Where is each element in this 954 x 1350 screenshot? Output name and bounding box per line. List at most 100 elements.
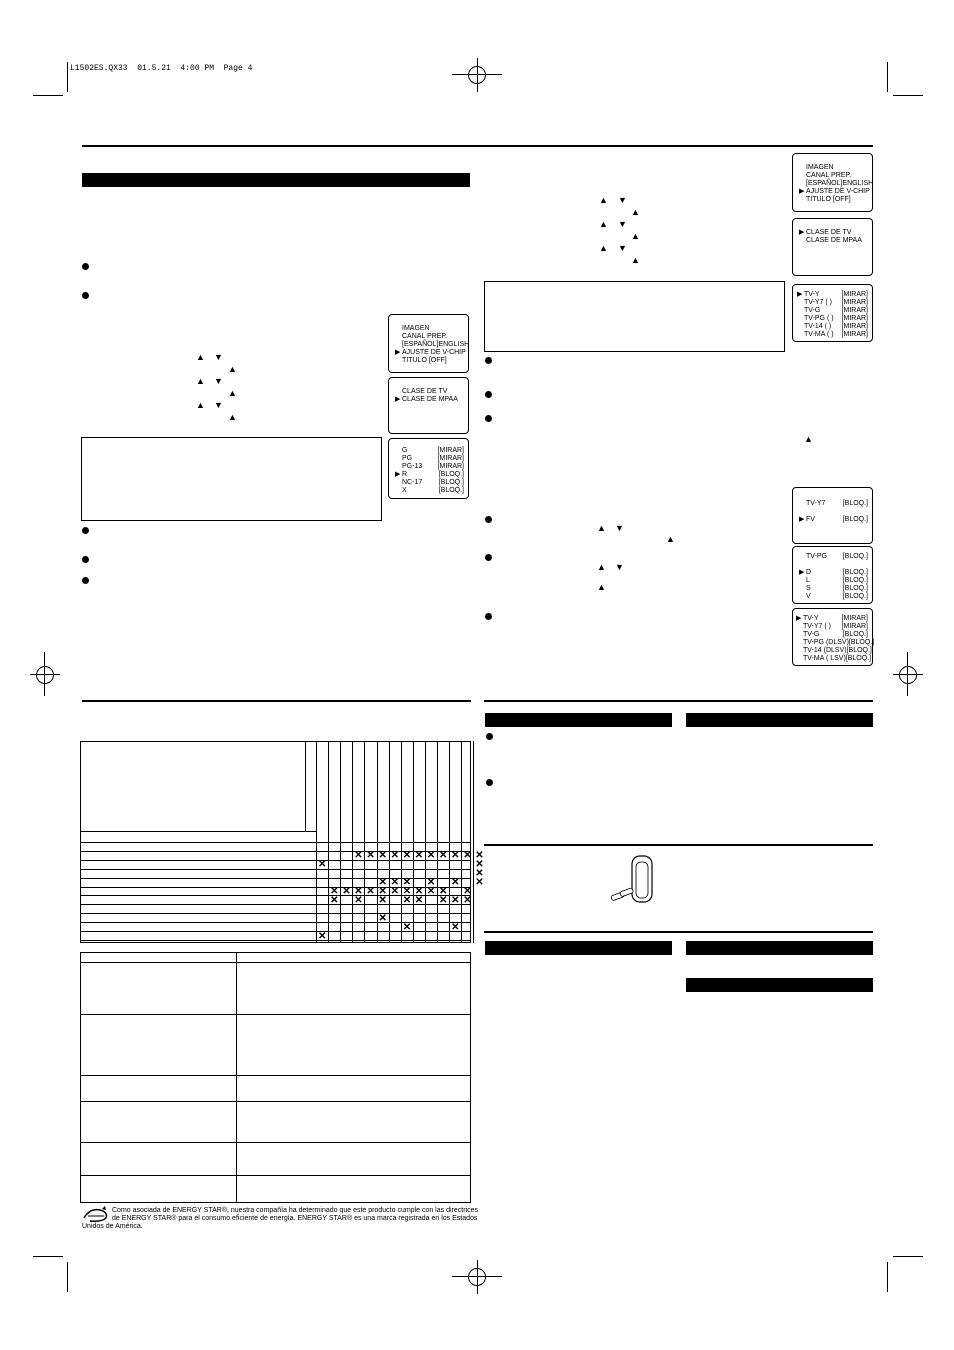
registration-mark (899, 666, 917, 684)
down-arrow-icon: ▼ (615, 523, 624, 533)
section-rule (484, 700, 873, 702)
menu-row-value: [BLOQ.] (845, 655, 872, 662)
menu-cursor-icon (395, 487, 402, 495)
menu-cursor-icon (797, 299, 804, 307)
menu-class-left: CLASE DE TV▶CLASE DE MPAA (388, 377, 469, 434)
menu-row-value: [MIRAR] (841, 323, 868, 330)
grid-x-mark: ✕ (463, 886, 472, 897)
menu-row-label: CANAL PREP. (402, 333, 448, 340)
menu-cursor-icon (395, 479, 402, 487)
menu-row-value: [BLOQ.] (848, 639, 875, 646)
grid-x-mark: ✕ (390, 886, 399, 897)
bullet (486, 779, 493, 786)
menu-row: G[MIRAR] (395, 447, 464, 455)
grid-x-mark: ✕ (475, 877, 484, 889)
bullet (485, 516, 492, 523)
menu-row: TITULO [OFF] (395, 357, 464, 365)
grid-x-mark: ✕ (439, 886, 448, 897)
grid-x-mark: ✕ (414, 850, 424, 862)
menu-tv-ratings: ▶TV-Y[MIRAR]TV-Y7 ( )[MIRAR]TV-G[MIRAR]T… (792, 284, 873, 342)
table-col-divider (236, 952, 237, 1203)
grid-x-mark: ✕ (354, 886, 363, 897)
grid-x-mark: ✕ (366, 850, 375, 862)
down-arrow-icon: ▼ (615, 562, 624, 572)
registration-mark (44, 652, 45, 696)
menu-row-value: [BLOQ.] (438, 487, 464, 494)
grid-x-mark: ✕ (342, 886, 351, 897)
grid-x-mark: ✕ (426, 877, 436, 889)
grid-x-mark: ✕ (354, 850, 363, 862)
grid-column-line (473, 741, 475, 943)
menu-row: ▶D[BLOQ.] (799, 569, 868, 577)
menu-cursor-icon: ▶ (799, 188, 805, 195)
menu-row-label (806, 561, 868, 569)
menu-row: TV-Y7 ( )[MIRAR] (796, 623, 868, 631)
menu-row-label: TV-Y7 ( ) (803, 623, 832, 630)
menu-row: PG[MIRAR] (395, 455, 464, 463)
menu-cursor-icon (799, 172, 806, 180)
menu-row-label: R (402, 471, 408, 478)
grid-x-mark: ✕ (402, 894, 412, 906)
menu-row: ▶CLASE DE TV (799, 229, 868, 237)
menu-list: CLASE DE TV▶CLASE DE MPAA (395, 388, 464, 404)
bullet (82, 556, 89, 563)
menu-row-value: [MIRAR] (437, 463, 464, 470)
grid-x-mark: ✕ (439, 894, 448, 906)
registration-mark (477, 58, 478, 92)
menu-row-label: CANAL PREP. (806, 172, 852, 179)
table-row-divider (80, 1075, 471, 1076)
menu-row-value: [BLOQ.] (438, 471, 464, 478)
menu-row-label: [ESPAÑOL]ENGLISH (806, 180, 874, 187)
bullet (82, 263, 89, 270)
section-header-bar (485, 713, 672, 727)
menu-cursor-icon (799, 577, 806, 585)
up-arrow-icon: ▲ (597, 582, 606, 592)
menu-row: TV-PG ( )[MIRAR] (797, 315, 868, 323)
menu-list: TV-PG[BLOQ.]▶D[BLOQ.]L[BLOQ.]S[BLOQ.]V[B… (799, 553, 868, 601)
grid-x-mark: ✕ (451, 877, 460, 889)
menu-cursor-icon (796, 639, 803, 647)
troubleshooting-table (80, 952, 471, 1203)
table-row-divider (80, 1014, 471, 1015)
menu-row: ▶R[BLOQ.] (395, 471, 464, 479)
menu-row-label: TV-Y (803, 615, 819, 622)
menu-row: TV-14 ( )[MIRAR] (797, 323, 868, 331)
menu-row-value: [BLOQ.] (842, 500, 868, 507)
menu-tv-y7: TV-Y7[BLOQ.]▶FV[BLOQ.] (792, 487, 873, 544)
menu-row-value: [BLOQ.] (846, 647, 872, 654)
up-arrow-icon: ▲ (196, 376, 205, 386)
menu-row-value: [MIRAR] (841, 315, 868, 322)
menu-row: TV-MA ( )[MIRAR] (797, 331, 868, 339)
menu-cursor-icon (797, 307, 804, 315)
menu-row: ▶AJUSTE DE V-CHIP (395, 349, 466, 357)
grid-x-mark: ✕ (475, 850, 484, 862)
up-arrow-icon: ▲ (228, 364, 237, 374)
grid-x-mark: ✕ (378, 894, 387, 906)
menu-row-label: PG-13 (402, 463, 423, 470)
grid-line (80, 831, 316, 832)
table-row-divider (80, 1175, 471, 1176)
menu-cursor-icon (796, 631, 803, 639)
grid-x-mark: ✕ (463, 894, 472, 906)
menu-cursor-icon (799, 553, 806, 561)
menu-cursor-icon: ▶ (799, 569, 805, 576)
registration-mark (893, 674, 923, 675)
up-arrow-icon: ▲ (196, 352, 205, 362)
section-rule (484, 844, 873, 846)
menu-cursor-icon: ▶ (395, 396, 401, 403)
menu-row-label: FV (806, 516, 815, 523)
menu-row (799, 508, 868, 516)
menu-cursor-icon (797, 331, 804, 339)
menu-mpaa: G[MIRAR]PG[MIRAR]PG-13[MIRAR]▶R[BLOQ.]NC… (388, 438, 469, 499)
down-arrow-icon: ▼ (618, 195, 627, 205)
up-arrow-icon: ▲ (597, 523, 606, 533)
menu-row: V[BLOQ.] (799, 593, 868, 601)
registration-mark (477, 1260, 478, 1294)
bullet (82, 527, 89, 534)
top-rule (82, 145, 873, 147)
bullet (486, 733, 493, 740)
menu-row: IMAGEN (395, 325, 464, 333)
grid-x-mark: ✕ (330, 894, 339, 906)
